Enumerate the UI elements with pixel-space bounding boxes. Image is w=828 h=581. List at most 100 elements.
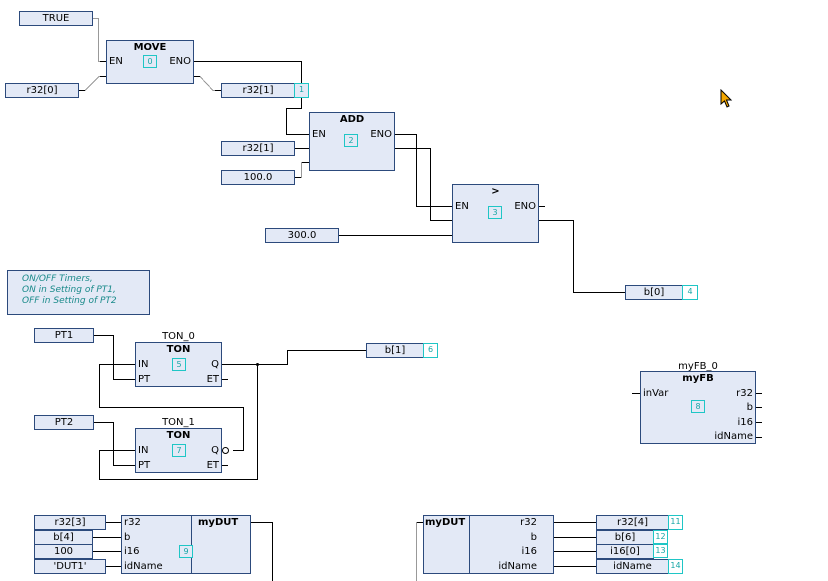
order-number: 1 [294, 83, 309, 98]
order-number: 7 [172, 444, 186, 457]
block-ton0[interactable]: TON IN PT Q ET 5 [135, 342, 222, 387]
wire-junction [256, 363, 259, 366]
block-dut-compose[interactable]: r32 b i16 idName myDUT 9 [121, 515, 251, 574]
var-idname[interactable]: idName [596, 559, 669, 574]
instance-name: TON_1 [162, 417, 195, 428]
wire-ton0-q-ton1-in [99, 364, 258, 480]
block-ton1[interactable]: TON IN PT Q ET 7 [135, 428, 222, 473]
pin-idname: idName [498, 561, 537, 572]
pin-b: b [124, 532, 131, 543]
var-i16-0[interactable]: i16[0] [596, 544, 654, 559]
block-divider [469, 516, 470, 573]
pin-idname: idName [714, 431, 753, 442]
pin-en: EN [109, 56, 123, 67]
order-number: 8 [691, 400, 705, 413]
block-title: MOVE [133, 42, 167, 53]
pin-eno: ENO [370, 129, 392, 140]
order-number: 5 [172, 358, 186, 371]
var-r32-4[interactable]: r32[4] [596, 515, 669, 530]
pin-pt: PT [138, 460, 151, 471]
block-title: ADD [339, 114, 365, 125]
block-title: > [491, 186, 500, 197]
pin-pt: PT [138, 374, 151, 385]
mouse-cursor-icon [720, 89, 733, 108]
pin-q: Q [211, 445, 219, 456]
wire-gt-b0 [538, 220, 625, 293]
block-divider [191, 516, 192, 573]
block-title: TON [166, 430, 191, 441]
var-pt2[interactable]: PT2 [34, 415, 94, 430]
instance-name: myFB_0 [678, 361, 718, 372]
block-dut-decompose[interactable]: myDUT r32 b i16 idName [423, 515, 554, 574]
pin-eno: ENO [514, 201, 536, 212]
block-title: myDUT [425, 517, 466, 528]
var-r32-1-out[interactable]: r32[1] [221, 83, 295, 98]
order-number: 12 [653, 530, 668, 544]
block-title: TON [166, 344, 191, 355]
pin-in: IN [138, 445, 149, 456]
var-300[interactable]: 300.0 [265, 228, 339, 243]
pin-b: b [746, 402, 753, 413]
wire-ton0-q-b1 [221, 350, 366, 365]
pin-eno: ENO [169, 56, 191, 67]
block-add[interactable]: ADD EN ENO 2 [309, 112, 395, 171]
pin-i16: i16 [521, 546, 537, 557]
block-move[interactable]: MOVE EN ENO 0 [106, 40, 194, 84]
wire-r320-move [78, 76, 106, 91]
var-true[interactable]: TRUE [19, 11, 93, 26]
comment-line: ON in Setting of PT1, [22, 285, 116, 295]
order-number: 14 [668, 559, 683, 574]
var-r32-3[interactable]: r32[3] [34, 515, 106, 530]
order-number: 0 [143, 55, 157, 68]
var-b1[interactable]: b[1] [366, 343, 424, 358]
var-r32-1-in[interactable]: r32[1] [221, 141, 295, 156]
wire-pt1-ton0-pt [93, 335, 135, 380]
comment-line: ON/OFF Timers, [22, 274, 93, 284]
wire-dut-out [250, 522, 273, 581]
var-r32-0[interactable]: r32[0] [5, 83, 79, 98]
var-dut1[interactable]: 'DUT1' [34, 559, 106, 574]
wire-move-eno-add-en [193, 61, 309, 135]
pin-et: ET [206, 460, 219, 471]
var-b0[interactable]: b[0] [625, 285, 683, 300]
wire-move-r321 [193, 76, 221, 91]
block-title: myFB [682, 373, 714, 384]
wire-100-add [294, 162, 309, 178]
pin-et: ET [206, 374, 219, 385]
order-number: 13 [653, 544, 668, 558]
order-number: 4 [682, 285, 698, 300]
var-pt1[interactable]: PT1 [34, 328, 94, 343]
pin-r32: r32 [124, 517, 141, 528]
wire-pt2-ton1-pt [93, 422, 135, 466]
order-number: 9 [179, 545, 193, 558]
pin-idname: idName [124, 561, 163, 572]
negation-circle [222, 447, 229, 454]
order-number: 2 [344, 134, 358, 147]
pin-i16: i16 [124, 546, 140, 557]
pin-i16: i16 [737, 417, 753, 428]
pin-r32: r32 [736, 388, 753, 399]
comment-box[interactable]: ON/OFF Timers, ON in Setting of PT1, OFF… [7, 270, 150, 315]
var-b4[interactable]: b[4] [34, 530, 93, 545]
wire-add-out-gt-in [394, 148, 452, 221]
block-title: myDUT [198, 517, 239, 528]
instance-name: TON_0 [162, 331, 195, 342]
pin-en: EN [455, 201, 469, 212]
var-100i[interactable]: 100 [34, 544, 93, 559]
pin-b: b [530, 532, 537, 543]
pin-in: IN [138, 359, 149, 370]
pin-q: Q [211, 359, 219, 370]
wire-true-move-en [92, 18, 106, 62]
var-b6[interactable]: b[6] [596, 530, 654, 545]
order-number: 11 [668, 515, 683, 530]
wire-ton1-q-ton0-in [99, 364, 244, 451]
pin-en: EN [312, 129, 326, 140]
block-myfb[interactable]: myFB inVar r32 b i16 idName 8 [640, 371, 756, 444]
order-number: 6 [423, 343, 438, 358]
block-gt[interactable]: > EN ENO 3 [452, 184, 539, 243]
var-100[interactable]: 100.0 [221, 170, 295, 185]
comment-line: OFF in Setting of PT2 [22, 296, 117, 306]
pin-r32: r32 [520, 517, 537, 528]
order-number: 3 [488, 206, 502, 219]
